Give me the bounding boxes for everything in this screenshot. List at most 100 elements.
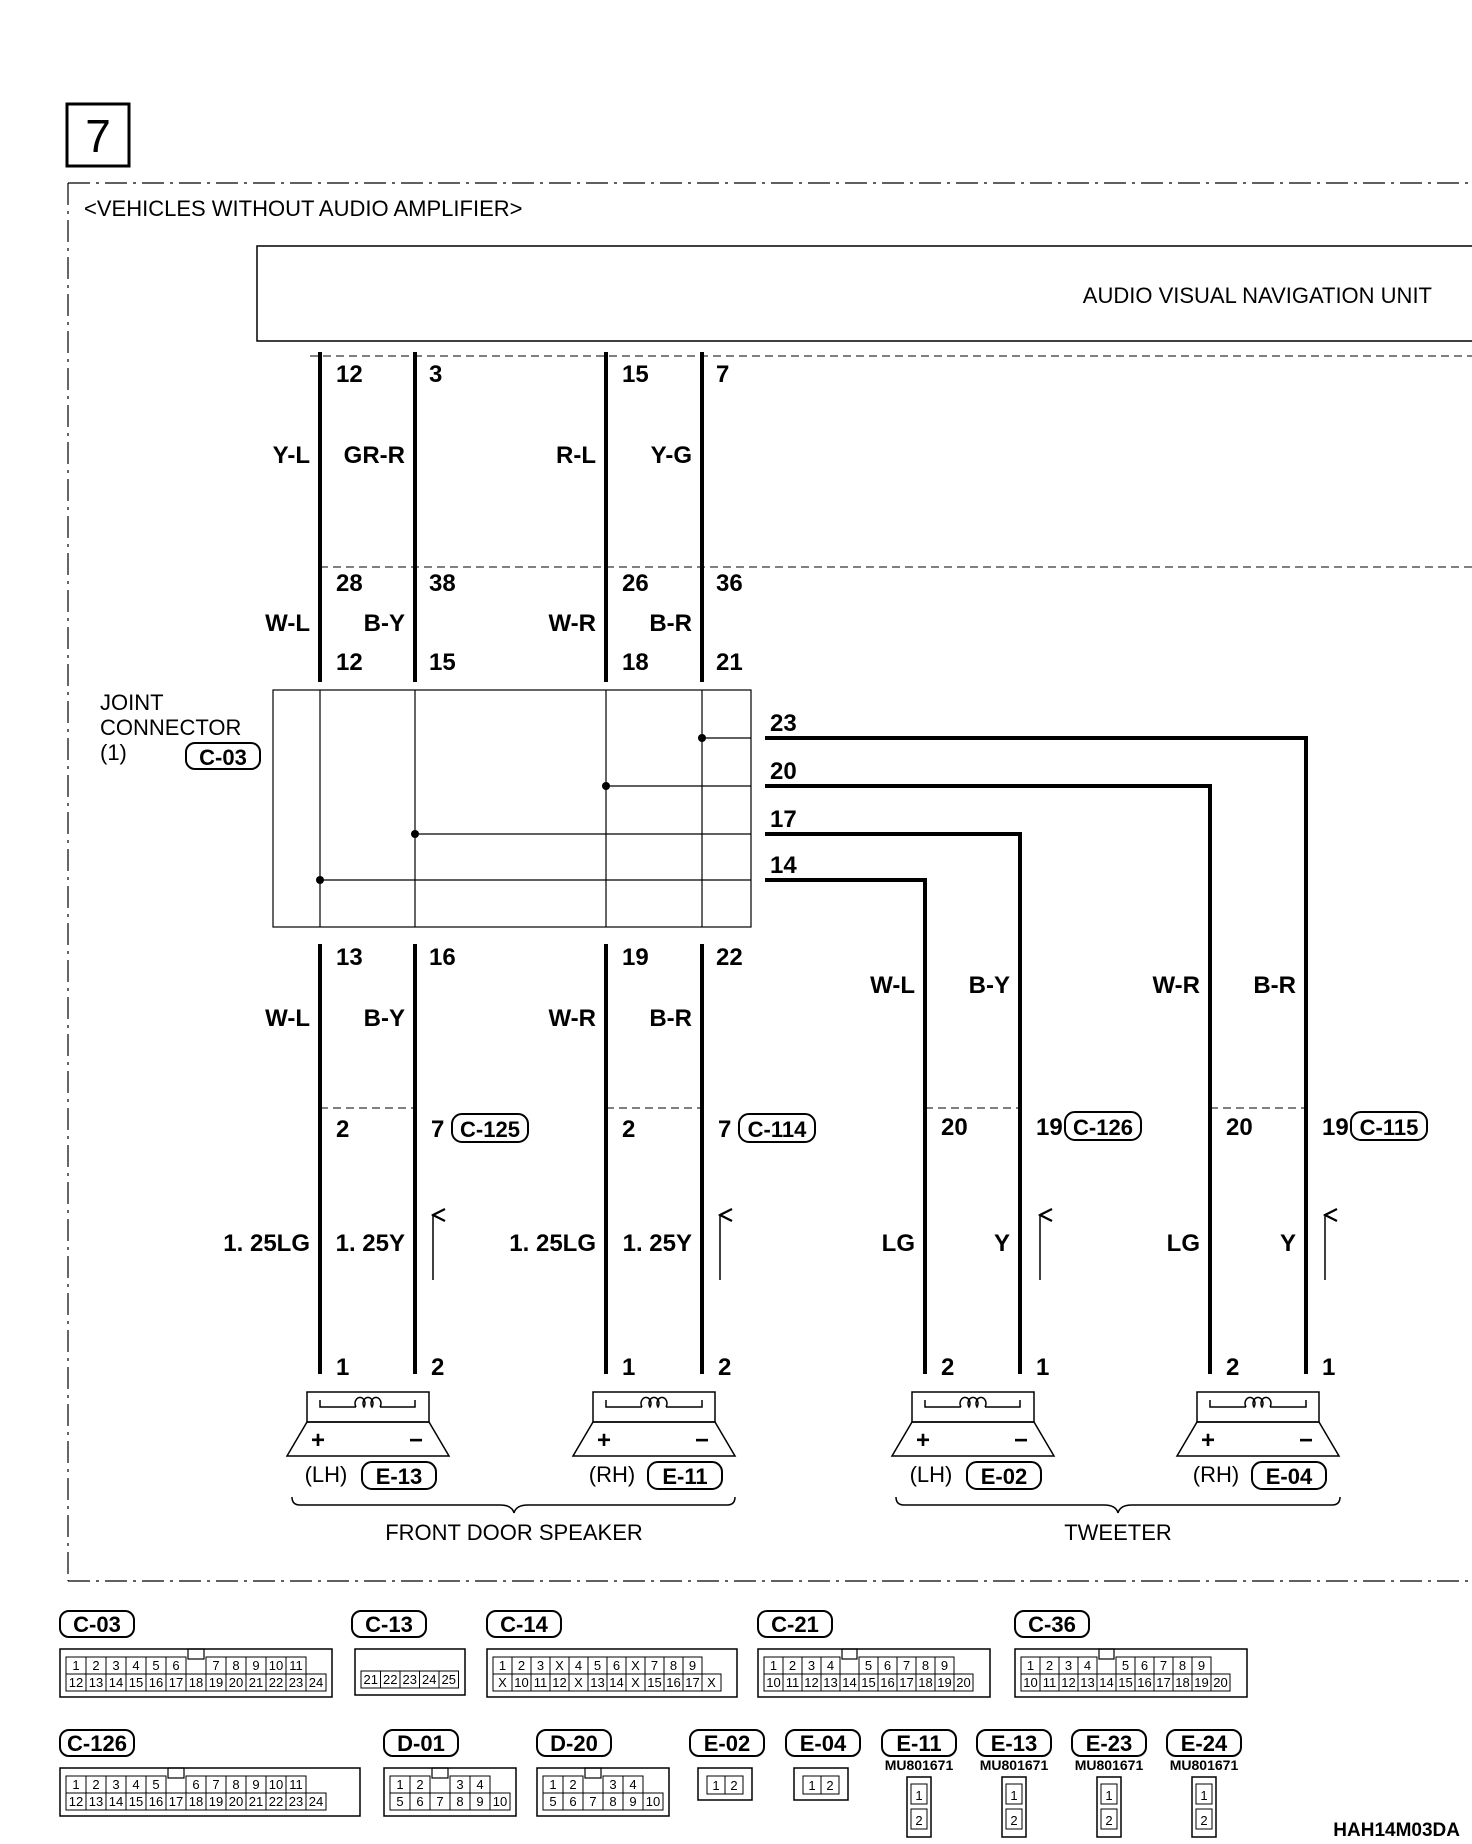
wire-color: B-R: [1253, 972, 1296, 999]
joint-out-pin: 19: [622, 944, 649, 971]
connector-pin-cell: 8: [1172, 1656, 1193, 1675]
pin-number: 15: [861, 1675, 875, 1690]
joint-out-pin-numbers: 13 16 19 22: [336, 944, 743, 971]
pin-number: 9: [689, 1658, 696, 1673]
connector-pin-cell: 12: [65, 1673, 87, 1692]
connector-pin-cell: 8: [225, 1656, 247, 1675]
connector-view-id: D-20: [550, 1731, 598, 1756]
navigation-unit-label: AUDIO VISUAL NAVIGATION UNIT: [1083, 283, 1432, 308]
pin-number: 3: [112, 1777, 119, 1792]
connector-pin-cell: 17: [165, 1673, 187, 1692]
pin-number: 11: [786, 1675, 800, 1690]
connector-pin-cell: 8: [915, 1656, 936, 1675]
connector-pin-cell: 18: [915, 1673, 936, 1692]
pin-number: 4: [132, 1658, 139, 1673]
pin-number: 17: [169, 1794, 183, 1809]
plus: +: [1201, 1427, 1215, 1454]
wire-color: W-L: [265, 1005, 310, 1032]
connector-view-id: E-23: [1086, 1731, 1132, 1756]
connector-pin-cell: 8: [225, 1775, 247, 1794]
connector-pin-cell: 13: [85, 1673, 107, 1692]
pin-number: 2: [789, 1658, 796, 1673]
connector-pin-cell: 2: [511, 1656, 532, 1675]
connector-pin-cell: 14: [839, 1673, 860, 1692]
pin-number: 2: [826, 1778, 833, 1793]
connector-pin-cell: 1: [65, 1775, 87, 1794]
speaker-icon: [285, 1391, 451, 1457]
connector-pin-cell: 12: [65, 1792, 87, 1811]
pin-number: X: [555, 1658, 564, 1673]
connector-pin-cell: 3: [105, 1656, 127, 1675]
connector-pin-cell: 2: [85, 1775, 107, 1794]
group-brackets: [291, 1496, 1341, 1514]
connector-view-id: E-24: [1181, 1731, 1228, 1756]
connector-pin-cell: 3: [801, 1656, 822, 1675]
pin-number: 12: [69, 1675, 83, 1690]
pin-number: 17: [169, 1675, 183, 1690]
connector-housing: [757, 1648, 991, 1698]
pin-number: 2: [569, 1777, 576, 1792]
pin-number: 6: [172, 1658, 179, 1673]
joint-in-pin-numbers: 12 15 18 21: [336, 649, 743, 676]
wire-color: GR-R: [344, 442, 405, 469]
connector-pin-cell: 21: [360, 1670, 381, 1689]
pin-number: 3: [808, 1658, 815, 1673]
connector-pin-cell: 17: [1153, 1673, 1174, 1692]
connector-pin-cell: [1098, 1648, 1115, 1660]
connector-pin-cell: 5: [1115, 1656, 1136, 1675]
pin-number: 1: [808, 1778, 815, 1793]
speaker-pin: 2: [1226, 1354, 1239, 1381]
vehicle-condition-label: <VEHICLES WITHOUT AUDIO AMPLIFIER>: [84, 196, 522, 221]
connector-id-tag: E-13: [976, 1729, 1052, 1757]
connector-pin-cell: 18: [185, 1792, 207, 1811]
pin-number: 21: [249, 1794, 263, 1809]
pin-number: 4: [629, 1777, 636, 1792]
connector-pin-cell: 11: [285, 1775, 307, 1794]
pin-number: 17: [685, 1675, 699, 1690]
connector-pin-cell: 18: [185, 1673, 207, 1692]
pin-number: 7: [212, 1777, 219, 1792]
connector-pin-cell: 10: [511, 1673, 532, 1692]
pin-number: 5: [152, 1658, 159, 1673]
pin-number: 10: [269, 1777, 283, 1792]
connector-pin-cell: 4: [568, 1656, 589, 1675]
connector-pin-cell: 16: [877, 1673, 898, 1692]
connector-pin-cell: 19: [205, 1673, 227, 1692]
connector-pin-cell: 21: [245, 1673, 267, 1692]
connector-part-number: MU801671: [1075, 1757, 1144, 1773]
speaker-pin: 1: [1036, 1354, 1049, 1381]
connector-pin-cell: 6: [165, 1656, 187, 1675]
speaker-wire-colors: 1. 25LG 1. 25Y 1. 25LG 1. 25Y LG Y LG Y: [223, 1230, 1296, 1257]
pin-number: 18: [1175, 1675, 1189, 1690]
pin-number: 5: [1122, 1658, 1129, 1673]
connector-view-id: C-126: [67, 1731, 127, 1756]
pin-number: 12: [1061, 1675, 1075, 1690]
pin-number: 8: [456, 1794, 463, 1809]
pin-number: 19: [1194, 1675, 1208, 1690]
pin-number: 20: [229, 1794, 243, 1809]
pin-number: 5: [549, 1794, 556, 1809]
pin: 20: [1226, 1114, 1253, 1141]
pin-number: 22: [383, 1672, 397, 1687]
pin-number: 3: [112, 1658, 119, 1673]
connector-pin-cell: 16: [663, 1673, 684, 1692]
minus: −: [409, 1427, 423, 1454]
pin-number: 1: [1027, 1658, 1034, 1673]
pin-number: 19: [937, 1675, 951, 1690]
connector-pin-cell: [187, 1648, 205, 1660]
connector-pin-cell: 2: [820, 1775, 840, 1795]
connector-pin-cell: 5: [145, 1656, 167, 1675]
joint-outer-pin-numbers: 28 38 26 36: [336, 570, 743, 597]
connector-id-tag: E-02: [689, 1729, 765, 1757]
pin-number: 14: [109, 1794, 123, 1809]
pin-number: 13: [590, 1675, 604, 1690]
speaker-id: E-02: [981, 1464, 1027, 1489]
pin-number: 8: [922, 1658, 929, 1673]
pin-number: X: [498, 1675, 507, 1690]
pin-number: 14: [842, 1675, 856, 1690]
joint-pin: 12: [336, 649, 363, 676]
connector-pin-cell: 20: [1210, 1673, 1231, 1692]
connector-pin-cell: 6: [562, 1792, 584, 1811]
unit-pin-numbers: 12 3 15 7: [336, 361, 729, 388]
pin: 7: [718, 1116, 731, 1143]
